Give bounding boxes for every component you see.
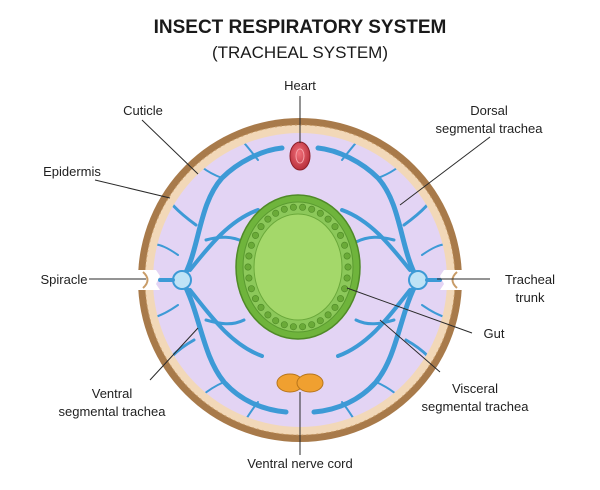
label-spiracle: Spiracle — [41, 272, 88, 287]
spiracle-left — [136, 270, 160, 290]
gut-cell — [343, 252, 351, 260]
gut-cell — [341, 241, 349, 249]
label-visceral-2: segmental trachea — [422, 399, 530, 414]
gut-cell — [257, 223, 265, 231]
gut-cell — [324, 311, 332, 319]
gut-cell — [247, 241, 255, 249]
spiracle-right — [440, 270, 464, 290]
gut-cell — [331, 223, 339, 231]
gut — [235, 194, 361, 340]
label-nerve-cord: Ventral nerve cord — [247, 456, 353, 471]
diagram-subtitle: (TRACHEAL SYSTEM) — [212, 43, 388, 62]
gut-cell — [336, 231, 344, 239]
label-heart: Heart — [284, 78, 316, 93]
label-ventral-2: segmental trachea — [59, 404, 167, 419]
gut-cell — [252, 295, 260, 303]
gut-cell — [245, 274, 253, 282]
gut-cell — [289, 323, 297, 331]
leader-lines — [89, 96, 491, 455]
gut-cell — [244, 263, 252, 271]
diagram-title: INSECT RESPIRATORY SYSTEM — [154, 17, 447, 38]
gut-cell — [324, 215, 332, 223]
label-tracheal-2: trunk — [516, 290, 545, 305]
gut-cell — [341, 285, 349, 293]
label-visceral-1: Visceral — [452, 381, 498, 396]
gut-cell — [308, 321, 316, 329]
label-cuticle: Cuticle — [123, 103, 163, 118]
gut-cell — [344, 263, 352, 271]
gut-cell — [247, 285, 255, 293]
gut-cell — [280, 205, 288, 213]
label-tracheal-1: Tracheal — [505, 272, 555, 287]
gut-cell — [272, 317, 280, 325]
gut-cell — [316, 317, 324, 325]
gut-cell — [264, 311, 272, 319]
label-gut: Gut — [484, 326, 505, 341]
gut-cell — [252, 231, 260, 239]
gut-lumen — [253, 213, 343, 321]
gut-cell — [245, 252, 253, 260]
tracheal-trunk-left — [172, 270, 192, 290]
tracheal-trunk-right — [408, 270, 428, 290]
gut-cell — [264, 215, 272, 223]
gut-cell — [289, 203, 297, 211]
gut-epithelium-cells — [244, 203, 352, 331]
gut-cell — [299, 323, 307, 331]
labels: Heart Cuticle Dorsal segmental trachea E… — [41, 78, 556, 471]
gut-cell — [308, 205, 316, 213]
gut-cell — [336, 295, 344, 303]
heart — [289, 141, 311, 171]
label-ventral-1: Ventral — [92, 386, 133, 401]
label-dorsal-2: segmental trachea — [436, 121, 544, 136]
gut-cell — [257, 303, 265, 311]
label-epidermis: Epidermis — [43, 164, 101, 179]
ventral-nerve-cord — [276, 373, 324, 393]
gut-cell — [280, 321, 288, 329]
gut-cell — [343, 274, 351, 282]
gut-cell — [272, 209, 280, 217]
gut-cell — [299, 203, 307, 211]
gut-cell — [316, 209, 324, 217]
gut-cell — [331, 303, 339, 311]
label-dorsal-1: Dorsal — [470, 103, 508, 118]
